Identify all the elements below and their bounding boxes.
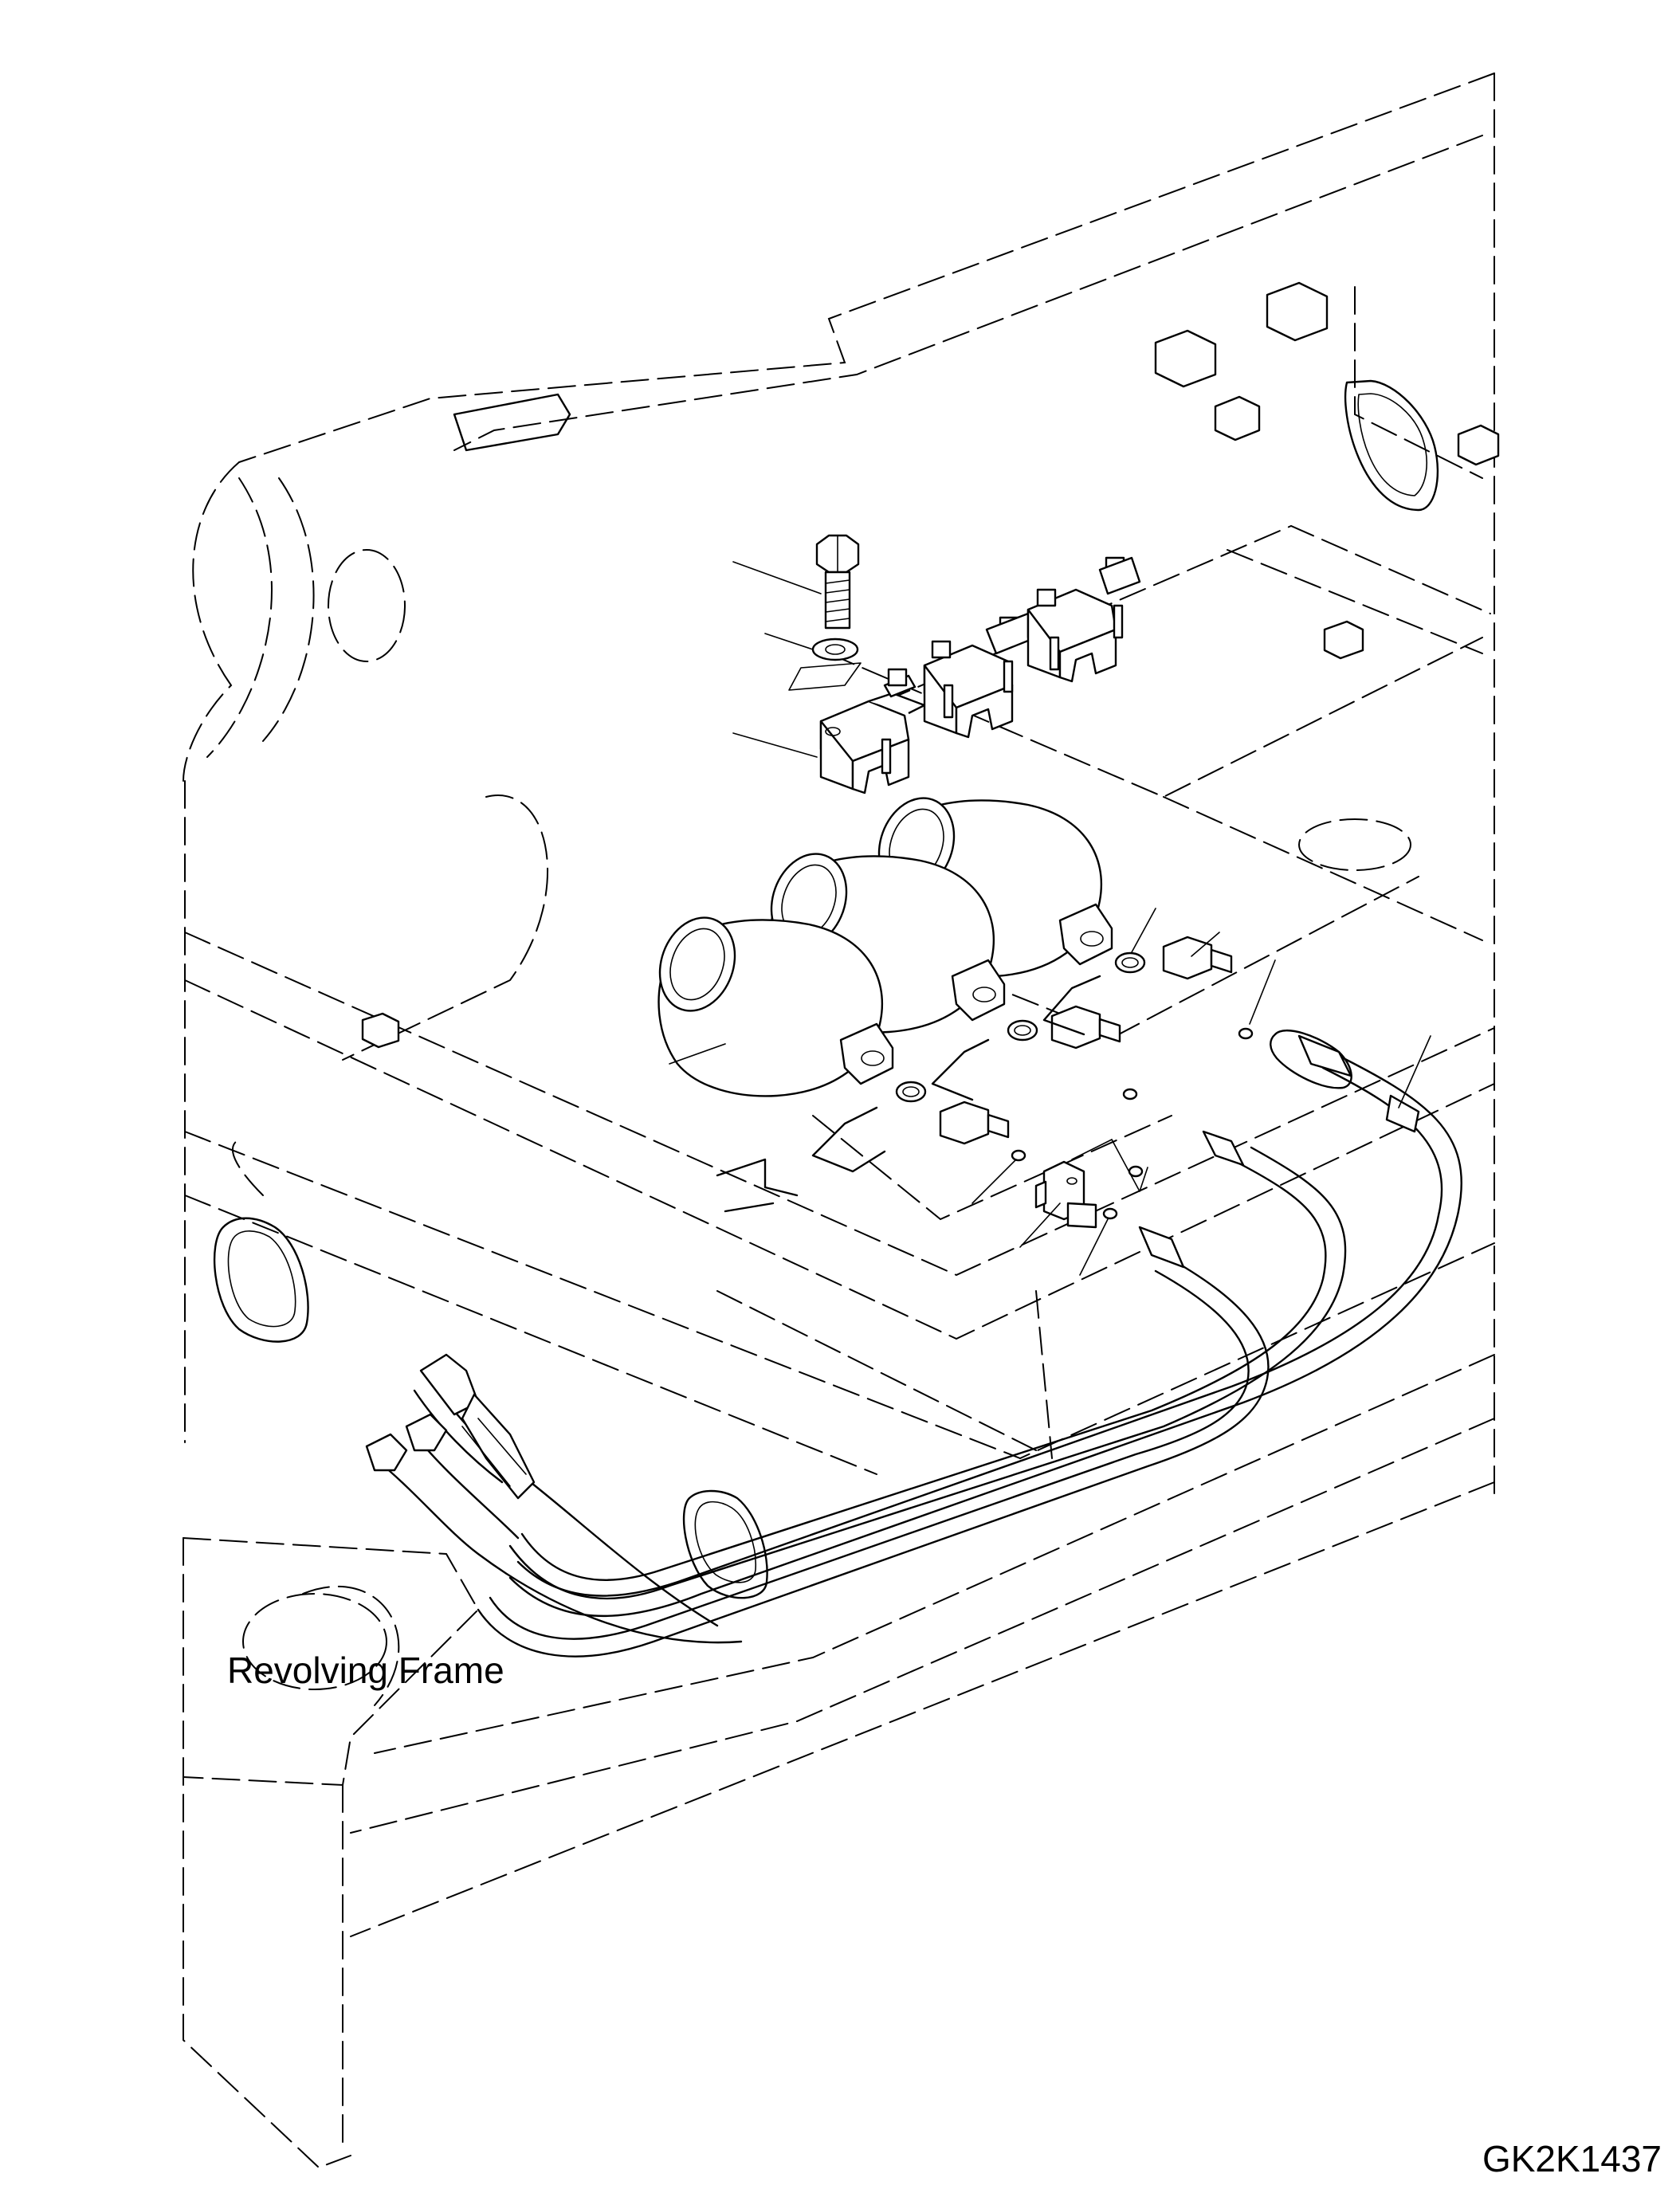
revolving-frame-outline (183, 73, 1495, 2169)
elbow-fitting-icon (1034, 1160, 1097, 1229)
mounting-plates (716, 975, 1101, 1213)
drawing-number: GK2K1437 (1482, 2138, 1662, 2179)
leader-lines (669, 561, 1431, 1276)
frame-access-holes (213, 1030, 1352, 1599)
diagram-caption: Revolving Frame (227, 1650, 504, 1691)
accumulator-icon (657, 797, 1113, 1097)
clamp-bracket-icon (819, 556, 1141, 794)
adapter-fitting-icon (939, 936, 1233, 1145)
washer-icon (788, 638, 862, 691)
frame-blocks (361, 281, 1500, 1049)
hose-icon (365, 1034, 1462, 1658)
bolt-icon (815, 534, 860, 630)
